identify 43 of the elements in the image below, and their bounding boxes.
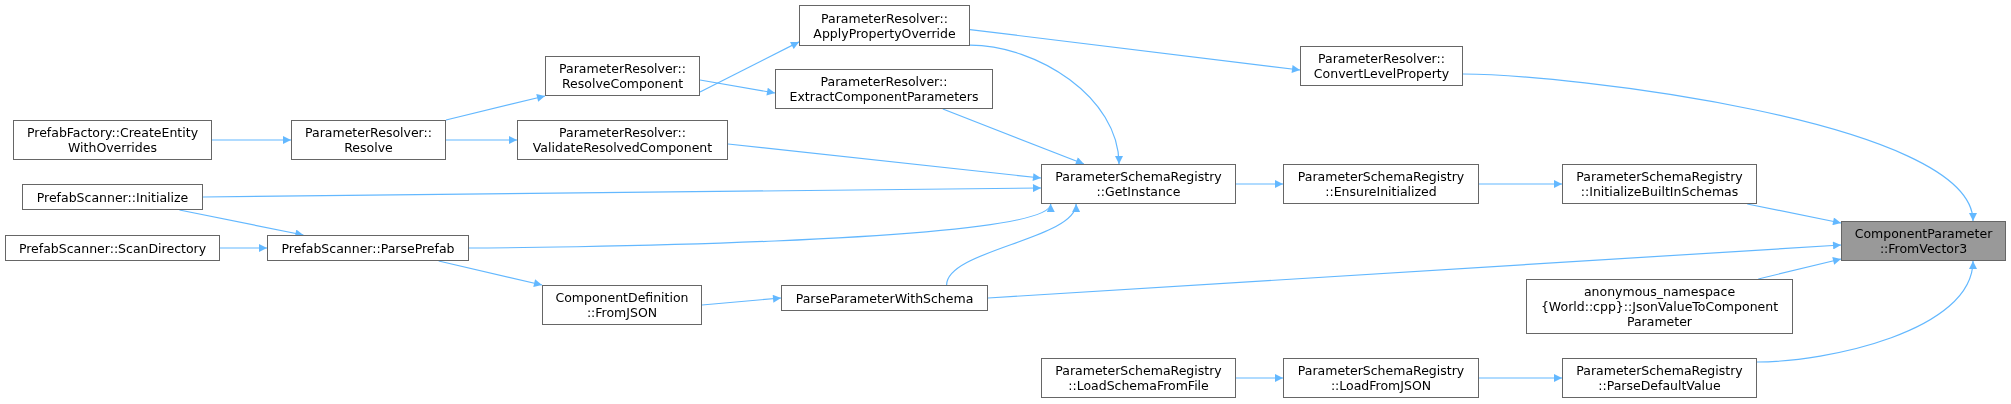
arrow bbox=[1462, 73, 1975, 222]
function-box: PrefabScanner::Initialize bbox=[22, 184, 203, 210]
function-box: ParameterResolver:: ValidateResolvedComponent bbox=[517, 120, 728, 160]
arrow bbox=[969, 44, 1123, 165]
arrow bbox=[1235, 374, 1284, 382]
arrow bbox=[1235, 180, 1284, 188]
function-box: ParameterSchemaRegistry ::InitializeBuiltInSchemas bbox=[1562, 164, 1757, 204]
function-box: PrefabScanner::ParsePrefab bbox=[267, 235, 469, 261]
arrow bbox=[727, 143, 1042, 182]
arrow bbox=[1757, 257, 1842, 280]
function-box: ParameterSchemaRegistry ::LoadFromJSON bbox=[1283, 358, 1479, 398]
function-box: ParameterResolver:: ConvertLevelProperty bbox=[1300, 46, 1463, 86]
arrow bbox=[699, 79, 776, 96]
arrow bbox=[987, 241, 1842, 299]
arrow bbox=[445, 136, 518, 144]
function-box: anonymous_namespace {World::cpp}::JsonValueToComponent Parameter bbox=[1526, 279, 1793, 334]
function-box: ParameterResolver:: Resolve bbox=[291, 120, 446, 160]
function-box: ComponentDefinition ::FromJSON bbox=[542, 285, 702, 325]
arrow bbox=[1756, 260, 1976, 363]
arrow bbox=[211, 136, 292, 144]
arrow bbox=[468, 203, 1052, 249]
arrow bbox=[445, 94, 546, 121]
arrow bbox=[942, 108, 1085, 165]
function-box: ParameterResolver:: ApplyPropertyOverride bbox=[799, 5, 970, 46]
function-box: PrefabFactory::CreateEntity WithOverrides bbox=[13, 120, 212, 160]
arrow bbox=[701, 294, 782, 306]
arrow bbox=[219, 244, 268, 252]
function-box: PrefabScanner::ScanDirectory bbox=[5, 235, 220, 261]
arrow bbox=[438, 260, 543, 288]
function-box: ParameterSchemaRegistry ::EnsureInitialized bbox=[1283, 164, 1479, 204]
function-box: ParameterResolver:: ResolveComponent bbox=[545, 56, 700, 96]
function-box: ParameterResolver:: ExtractComponentParameters bbox=[775, 69, 993, 109]
arrow bbox=[202, 184, 1042, 198]
function-box: ParameterSchemaRegistry ::LoadSchemaFromFile bbox=[1041, 358, 1236, 398]
arrow bbox=[699, 41, 800, 93]
function-box: ParameterSchemaRegistry ::GetInstance bbox=[1041, 164, 1236, 204]
arrow bbox=[1478, 180, 1563, 188]
function-box: ParseParameterWithSchema bbox=[781, 285, 988, 311]
arrow bbox=[969, 29, 1301, 73]
function-box: ParameterSchemaRegistry ::ParseDefaultValue bbox=[1562, 358, 1757, 398]
arrow bbox=[1478, 374, 1563, 382]
arrow bbox=[946, 203, 1078, 286]
highlighted-function-box: ComponentParameter ::FromVector3 bbox=[1841, 221, 2006, 261]
